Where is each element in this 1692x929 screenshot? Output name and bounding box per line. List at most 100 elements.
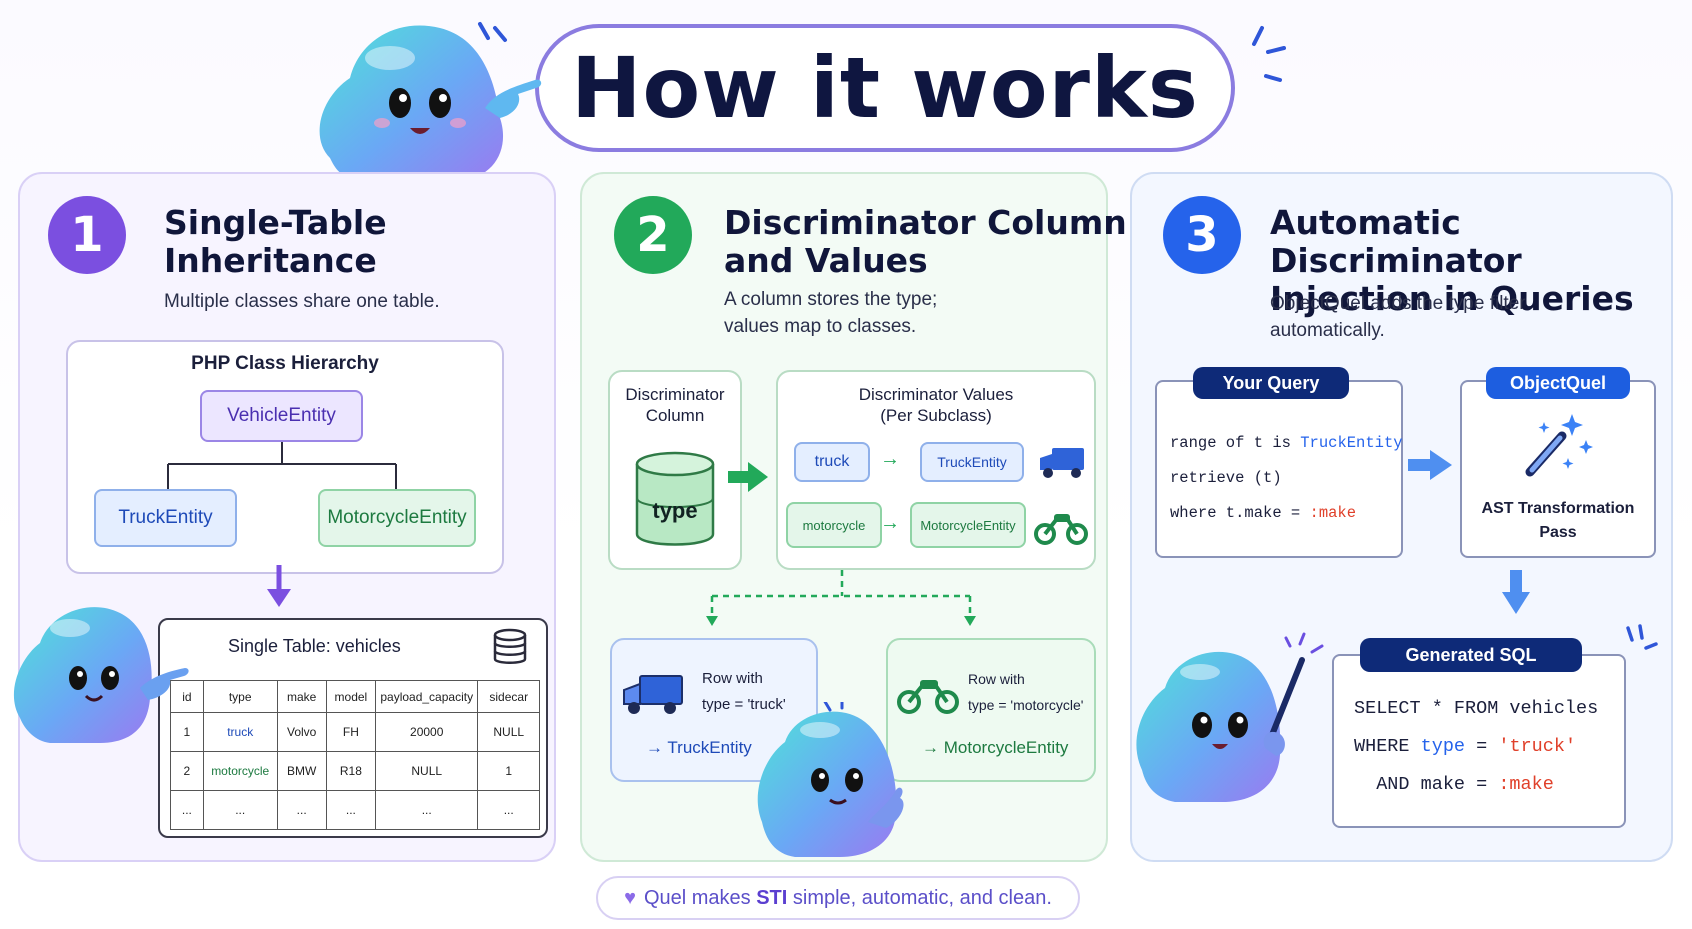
- step1-heading-line1: Single-Table: [164, 203, 387, 242]
- step-number-1: 1: [48, 196, 126, 274]
- row-motorcycle-text: Row with type = 'motorcycle': [968, 666, 1083, 718]
- cell: ...: [325, 790, 376, 830]
- query-entity: TruckEntity: [1300, 434, 1403, 452]
- ast-transformation-label: AST Transformation Pass: [1460, 497, 1656, 545]
- cell: BMW: [276, 751, 327, 791]
- row-truck-result-text: TruckEntity: [667, 738, 752, 757]
- discriminator-values-label: Discriminator Values (Per Subclass): [776, 384, 1096, 426]
- table-header-row: id type make model payload_capacity side…: [170, 680, 540, 713]
- query-line1-text: range of t is: [1170, 434, 1301, 452]
- values-label-line1: Discriminator Values: [858, 385, 1014, 404]
- truck-icon: [1040, 448, 1084, 478]
- cell: 2: [170, 751, 204, 791]
- footer-prefix: Quel makes: [643, 886, 757, 909]
- cell: R18: [325, 751, 376, 791]
- query-line-1: range of t is TruckEntity: [1170, 426, 1403, 461]
- generated-sql-card: [1332, 654, 1626, 828]
- sql-make-param: :make: [1498, 774, 1554, 795]
- step1-subtitle: Multiple classes share one table.: [164, 291, 440, 312]
- down-arrow-icon: [267, 565, 291, 607]
- ast-line2: Pass: [1539, 524, 1577, 541]
- blob-mascot-thinking-icon: [757, 702, 904, 857]
- dashed-split-connector: [706, 570, 976, 626]
- cell: 20000: [374, 712, 479, 752]
- step2-heading: Discriminator Column and Values: [724, 204, 1127, 280]
- right-arrow-icon: [1408, 450, 1452, 480]
- step3-heading-line1: Automatic Discriminator: [1270, 203, 1522, 280]
- cell: Volvo: [276, 712, 327, 752]
- step3-subtitle-line2: automatically.: [1270, 320, 1385, 341]
- your-query-card: [1155, 380, 1403, 558]
- footer-tagline: ♥ Quel makes STI simple, automatic, and …: [596, 876, 1080, 920]
- cell: ...: [374, 790, 479, 830]
- step3-heading: Automatic Discriminator Injection in Que…: [1270, 204, 1692, 318]
- page-title: How it works: [571, 39, 1199, 137]
- column-label-line1: Discriminator: [625, 385, 725, 404]
- row-moto-result-text: MotorcycleEntity: [943, 738, 1069, 757]
- cell: FH: [325, 712, 376, 752]
- title-banner: How it works: [535, 24, 1235, 152]
- cell: 1: [170, 712, 204, 752]
- row-truck-text: Row with type = 'truck': [702, 666, 786, 718]
- column-label-line2: Column: [645, 406, 705, 425]
- table-title: Single Table: vehicles: [228, 636, 401, 656]
- discriminator-column-label: Discriminator Column: [608, 384, 742, 426]
- class-motorcycle: MotorcycleEntity: [910, 502, 1026, 548]
- vehicles-table: id type make model payload_capacity side…: [170, 680, 540, 830]
- blob-mascot-icon: [319, 25, 542, 180]
- footer-text: Quel makes STI simple, automatic, and cl…: [644, 887, 1052, 910]
- cell: NULL: [477, 712, 540, 752]
- magic-wand-icon: [1525, 414, 1593, 477]
- step1-heading: Single-Table Inheritance: [164, 204, 387, 280]
- cell: ...: [202, 790, 278, 830]
- row-truck-result: → TruckEntity: [646, 738, 752, 757]
- objectquel-label: ObjectQuel: [1486, 367, 1630, 399]
- col-type: type: [202, 680, 278, 713]
- sql-line-1: SELECT * FROM vehicles: [1354, 698, 1599, 719]
- cell: ...: [170, 790, 204, 830]
- step-number-3: 3: [1163, 196, 1241, 274]
- row-motorcycle-result: → MotorcycleEntity: [922, 738, 1069, 757]
- sql-equals: =: [1465, 736, 1499, 757]
- blob-mascot-wand-icon: [1136, 632, 1324, 802]
- ast-line1: AST Transformation: [1481, 500, 1635, 517]
- motorcycle-icon: [1034, 514, 1088, 545]
- cell: ...: [276, 790, 327, 830]
- cylinder-label: type: [652, 498, 698, 523]
- database-cylinder-icon: [635, 451, 715, 546]
- col-make: make: [276, 680, 327, 713]
- sql-and-make: AND make =: [1354, 774, 1499, 795]
- value-truck: truck: [794, 442, 870, 482]
- cell: 1: [477, 751, 540, 791]
- arrow-motorcycle: →: [880, 512, 900, 534]
- step-number-2: 2: [614, 196, 692, 274]
- class-truck: TruckEntity: [920, 442, 1024, 482]
- row-truck-line2: type = 'truck': [702, 696, 786, 713]
- cell: ...: [477, 790, 540, 830]
- step3-subtitle-line1: ObjectQuel adds the type filter: [1270, 293, 1526, 314]
- values-label-line2: (Per Subclass): [880, 406, 992, 425]
- step2-subtitle: A column stores the type; values map to …: [724, 286, 937, 340]
- step1-heading-line2: Inheritance: [164, 241, 377, 280]
- step3-heading-line2: Injection in Queries: [1270, 279, 1634, 318]
- col-payload: payload_capacity: [374, 680, 479, 713]
- hierarchy-connector: [167, 442, 397, 490]
- table-row: 1 truck Volvo FH 20000 NULL: [170, 712, 540, 752]
- cell: truck: [202, 712, 278, 752]
- sparkle-lines-icon: [1626, 624, 1658, 650]
- row-truck-line1: Row with: [702, 670, 763, 687]
- sql-truck-value: 'truck': [1498, 736, 1577, 757]
- row-moto-line2: type = 'motorcycle': [968, 697, 1084, 713]
- generated-sql-label: Generated SQL: [1360, 638, 1582, 672]
- down-arrow-icon: [1502, 570, 1530, 614]
- table-row: ... ... ... ... ... ...: [170, 790, 540, 830]
- row-motorcycle-card: [886, 638, 1096, 782]
- footer-highlight: STI: [756, 886, 788, 909]
- hierarchy-title: PHP Class Hierarchy: [191, 353, 379, 374]
- sql-type-column: type: [1420, 736, 1466, 757]
- query-line3-text: where t.make =: [1170, 504, 1310, 522]
